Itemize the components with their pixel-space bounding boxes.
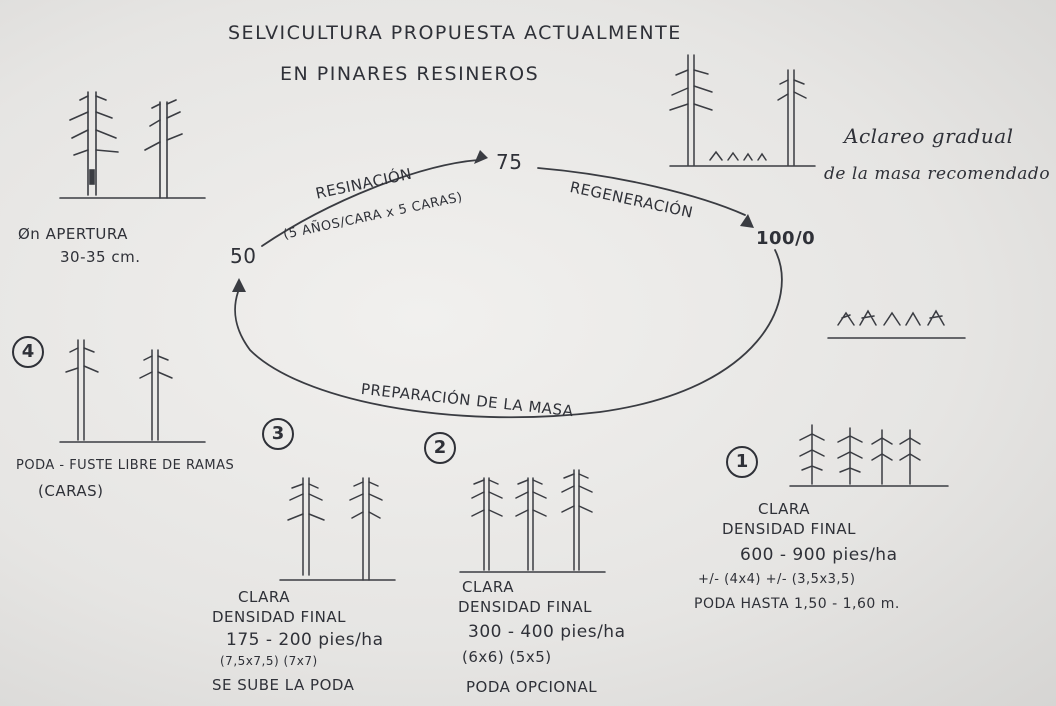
age-100-label: 100/0 [756, 228, 816, 249]
aclareo-line1: Aclareo gradual [844, 124, 1014, 148]
step2-number-badge: 2 [424, 432, 456, 464]
step2-line2: DENSIDAD FINAL [458, 598, 592, 616]
step3-line2: DENSIDAD FINAL [212, 608, 346, 626]
apertura-trees [59, 91, 206, 199]
step3-trees [279, 477, 396, 581]
step3-line5: SE SUBE LA PODA [212, 676, 355, 694]
arrow-head-100 [740, 214, 754, 228]
step2-line5: PODA OPCIONAL [466, 678, 598, 696]
step4-trees [59, 339, 206, 443]
step2-line3: 300 - 400 pies/ha [468, 622, 626, 642]
cycle-arc-regeneracion [537, 167, 746, 216]
step2-line4: (6x6) (5x5) [462, 648, 552, 666]
page-title-line2: EN PINARES RESINEROS [280, 63, 540, 85]
arrow-head-75 [474, 150, 488, 164]
page-title-line1: SELVICULTURA PROPUESTA ACTUALMENTE [228, 22, 682, 44]
regeneration-seedlings [827, 309, 966, 339]
age-50-label: 50 [230, 244, 257, 268]
step1-line1: CLARA [758, 500, 811, 518]
step3-line1: CLARA [238, 588, 291, 606]
apertura-line2: 30-35 cm. [60, 248, 141, 266]
cycle-arc-resinacion [261, 159, 479, 247]
step1-line5: PODA HASTA 1,50 - 1,60 m. [694, 596, 900, 612]
step1-trees [789, 424, 949, 487]
apertura-line1: Øn APERTURA [18, 225, 128, 243]
step1-number-badge: 1 [726, 446, 758, 478]
step4-number-badge: 4 [12, 336, 44, 368]
aclareo-line2: de la masa recomendado [824, 164, 1051, 184]
step1-line2: DENSIDAD FINAL [722, 520, 856, 538]
arrow-head-50 [232, 278, 246, 292]
step4-line1: PODA - FUSTE LIBRE DE RAMAS [16, 458, 235, 473]
step3-number-badge: 3 [262, 418, 294, 450]
step4-line2: (CARAS) [38, 482, 104, 500]
cycle-arc-lower [234, 249, 783, 419]
age-75-label: 75 [496, 150, 523, 174]
aclareo-trees [669, 54, 816, 167]
step1-line3: 600 - 900 pies/ha [740, 545, 898, 565]
step3-line4: (7,5x7,5) (7x7) [220, 654, 318, 668]
step1-line4: +/- (4x4) +/- (3,5x3,5) [698, 572, 856, 587]
step3-line3: 175 - 200 pies/ha [226, 630, 384, 650]
step2-trees [459, 469, 606, 573]
step2-line1: CLARA [462, 578, 515, 596]
